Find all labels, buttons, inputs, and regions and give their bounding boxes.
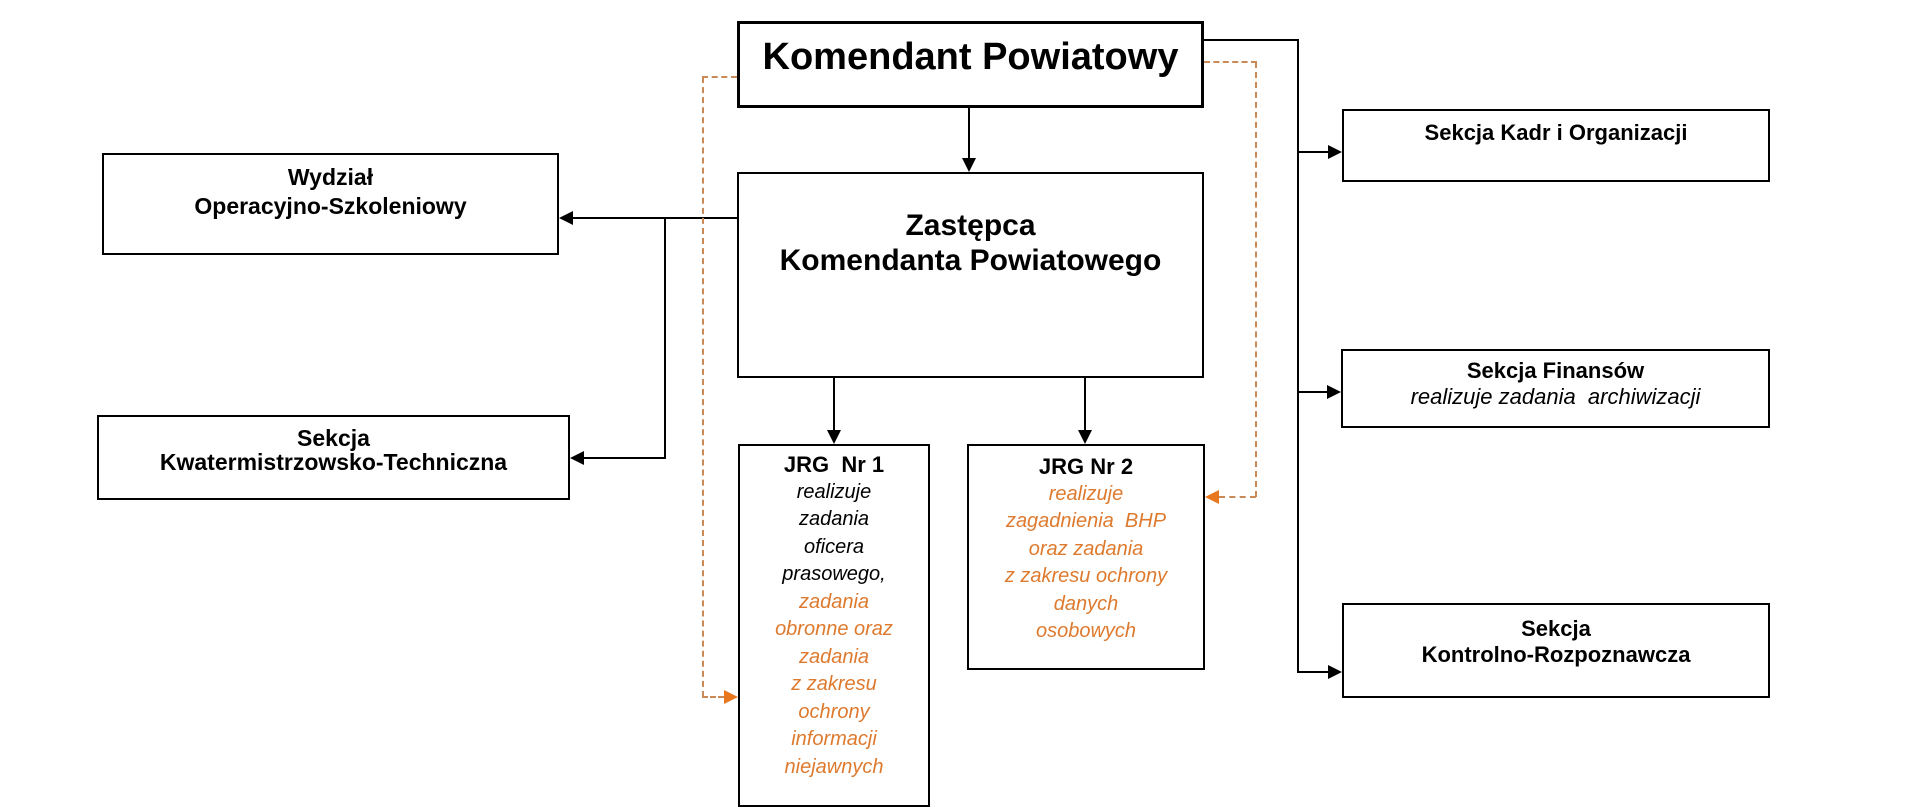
node-jrg-nr-1: JRG Nr 1 realizuje zadania oficera praso…: [738, 444, 930, 807]
connector-right-trunk-vertical: [1297, 39, 1299, 673]
connector-zastepca-jrg2: [1084, 378, 1086, 432]
node-sekcja-kwatermistrzowsko-techniczna: Sekcja Kwatermistrzowsko-Techniczna: [97, 415, 570, 500]
node-label: Sekcja: [297, 425, 370, 451]
connector-zastepca-wydzial: [573, 217, 737, 219]
node-note-orange: zadania: [798, 590, 870, 613]
node-note-orange: z zakresu: [791, 673, 877, 695]
connector-komendant-right-horizontal: [1204, 39, 1299, 41]
node-title: JRG Nr 1: [783, 452, 885, 477]
dashed-komendant-jrg2-top: [1204, 61, 1257, 63]
node-note: realizuje: [796, 480, 872, 503]
node-label: Sekcja: [1521, 616, 1591, 641]
node-label: Komendant Powiatowy: [762, 36, 1179, 78]
node-note: realizuje zadania archiwizacji: [1410, 384, 1701, 409]
node-note-orange: ochrony: [798, 700, 870, 723]
node-note-orange: oraz zadania: [1028, 537, 1144, 560]
connector-branch-kwatermistrzowska-vertical: [664, 217, 666, 459]
arrowhead-right-kadr: [1328, 145, 1342, 159]
dashed-komendant-jrg1-vertical: [702, 77, 704, 697]
node-label: Kontrolno-Rozpoznawcza: [1421, 642, 1691, 667]
connector-komendant-zastepca: [968, 108, 970, 160]
arrowhead-right-finansow: [1327, 385, 1341, 399]
connector-trunk-finansow: [1297, 391, 1327, 393]
node-note-orange: danych: [1053, 592, 1119, 615]
dashed-komendant-jrg1-bottom: [702, 696, 724, 698]
node-jrg-nr-2: JRG Nr 2 realizuje zagadnienia BHP oraz …: [967, 444, 1205, 670]
node-note-orange: obronne oraz: [775, 618, 893, 640]
arrowhead-left-wydzial: [559, 211, 573, 225]
connector-trunk-kontrolno: [1297, 671, 1328, 673]
node-sekcja-kontrolno-rozpoznawcza: Sekcja Kontrolno-Rozpoznawcza: [1342, 603, 1770, 698]
dashed-komendant-jrg1-top: [702, 76, 737, 78]
node-label: Sekcja Kadr i Organizacji: [1424, 120, 1688, 145]
node-note: zadania: [798, 508, 870, 530]
node-note-orange: informacji: [791, 728, 877, 750]
node-wydzial-operacyjno-szkoleniowy: Wydział Operacyjno-Szkoleniowy: [102, 153, 559, 255]
arrowhead-down-zastepca: [962, 158, 976, 172]
node-label: Komendanta Powiatowego: [779, 244, 1162, 277]
arrowhead-down-jrg2: [1078, 430, 1092, 444]
node-sekcja-kadr-i-organizacji: Sekcja Kadr i Organizacji: [1342, 109, 1770, 182]
node-note-orange: realizuje: [1048, 482, 1124, 505]
node-label: Wydział: [287, 164, 374, 190]
node-label: Kwatermistrzowsko-Techniczna: [159, 449, 508, 475]
node-note-orange: osobowych: [1035, 620, 1137, 642]
node-note-orange: z zakresu ochrony: [1004, 565, 1168, 587]
node-komendant-powiatowy: Komendant Powiatowy: [737, 21, 1204, 108]
arrowhead-down-jrg1: [827, 430, 841, 444]
node-note: prasowego,: [782, 563, 886, 585]
node-label: Zastępca: [905, 209, 1036, 242]
node-note: oficera: [803, 535, 865, 558]
dashed-komendant-jrg2-vertical: [1255, 62, 1257, 497]
connector-zastepca-jrg1: [833, 378, 835, 432]
arrowhead-orange-left-jrg2: [1205, 490, 1219, 504]
node-title: Sekcja Finansów: [1466, 358, 1645, 383]
node-zastepca-komendanta: Zastępca Komendanta Powiatowego: [737, 172, 1204, 378]
arrowhead-orange-right-jrg1: [724, 690, 738, 704]
node-sekcja-finansow: Sekcja Finansów realizuje zadania archiw…: [1341, 349, 1770, 428]
connector-branch-kwatermistrzowska-horizontal: [584, 457, 666, 459]
node-note-orange: niejawnych: [784, 755, 884, 778]
node-note-orange: zagadnienia BHP: [1005, 510, 1167, 532]
node-title: JRG Nr 2: [1038, 454, 1134, 479]
dashed-komendant-jrg2-bottom: [1219, 496, 1256, 498]
arrowhead-left-kwatermistrzowska: [570, 451, 584, 465]
arrowhead-right-kontrolno: [1328, 665, 1342, 679]
connector-trunk-kadr: [1297, 151, 1328, 153]
node-label: Operacyjno-Szkoleniowy: [194, 193, 467, 219]
node-note-orange: zadania: [798, 645, 870, 668]
